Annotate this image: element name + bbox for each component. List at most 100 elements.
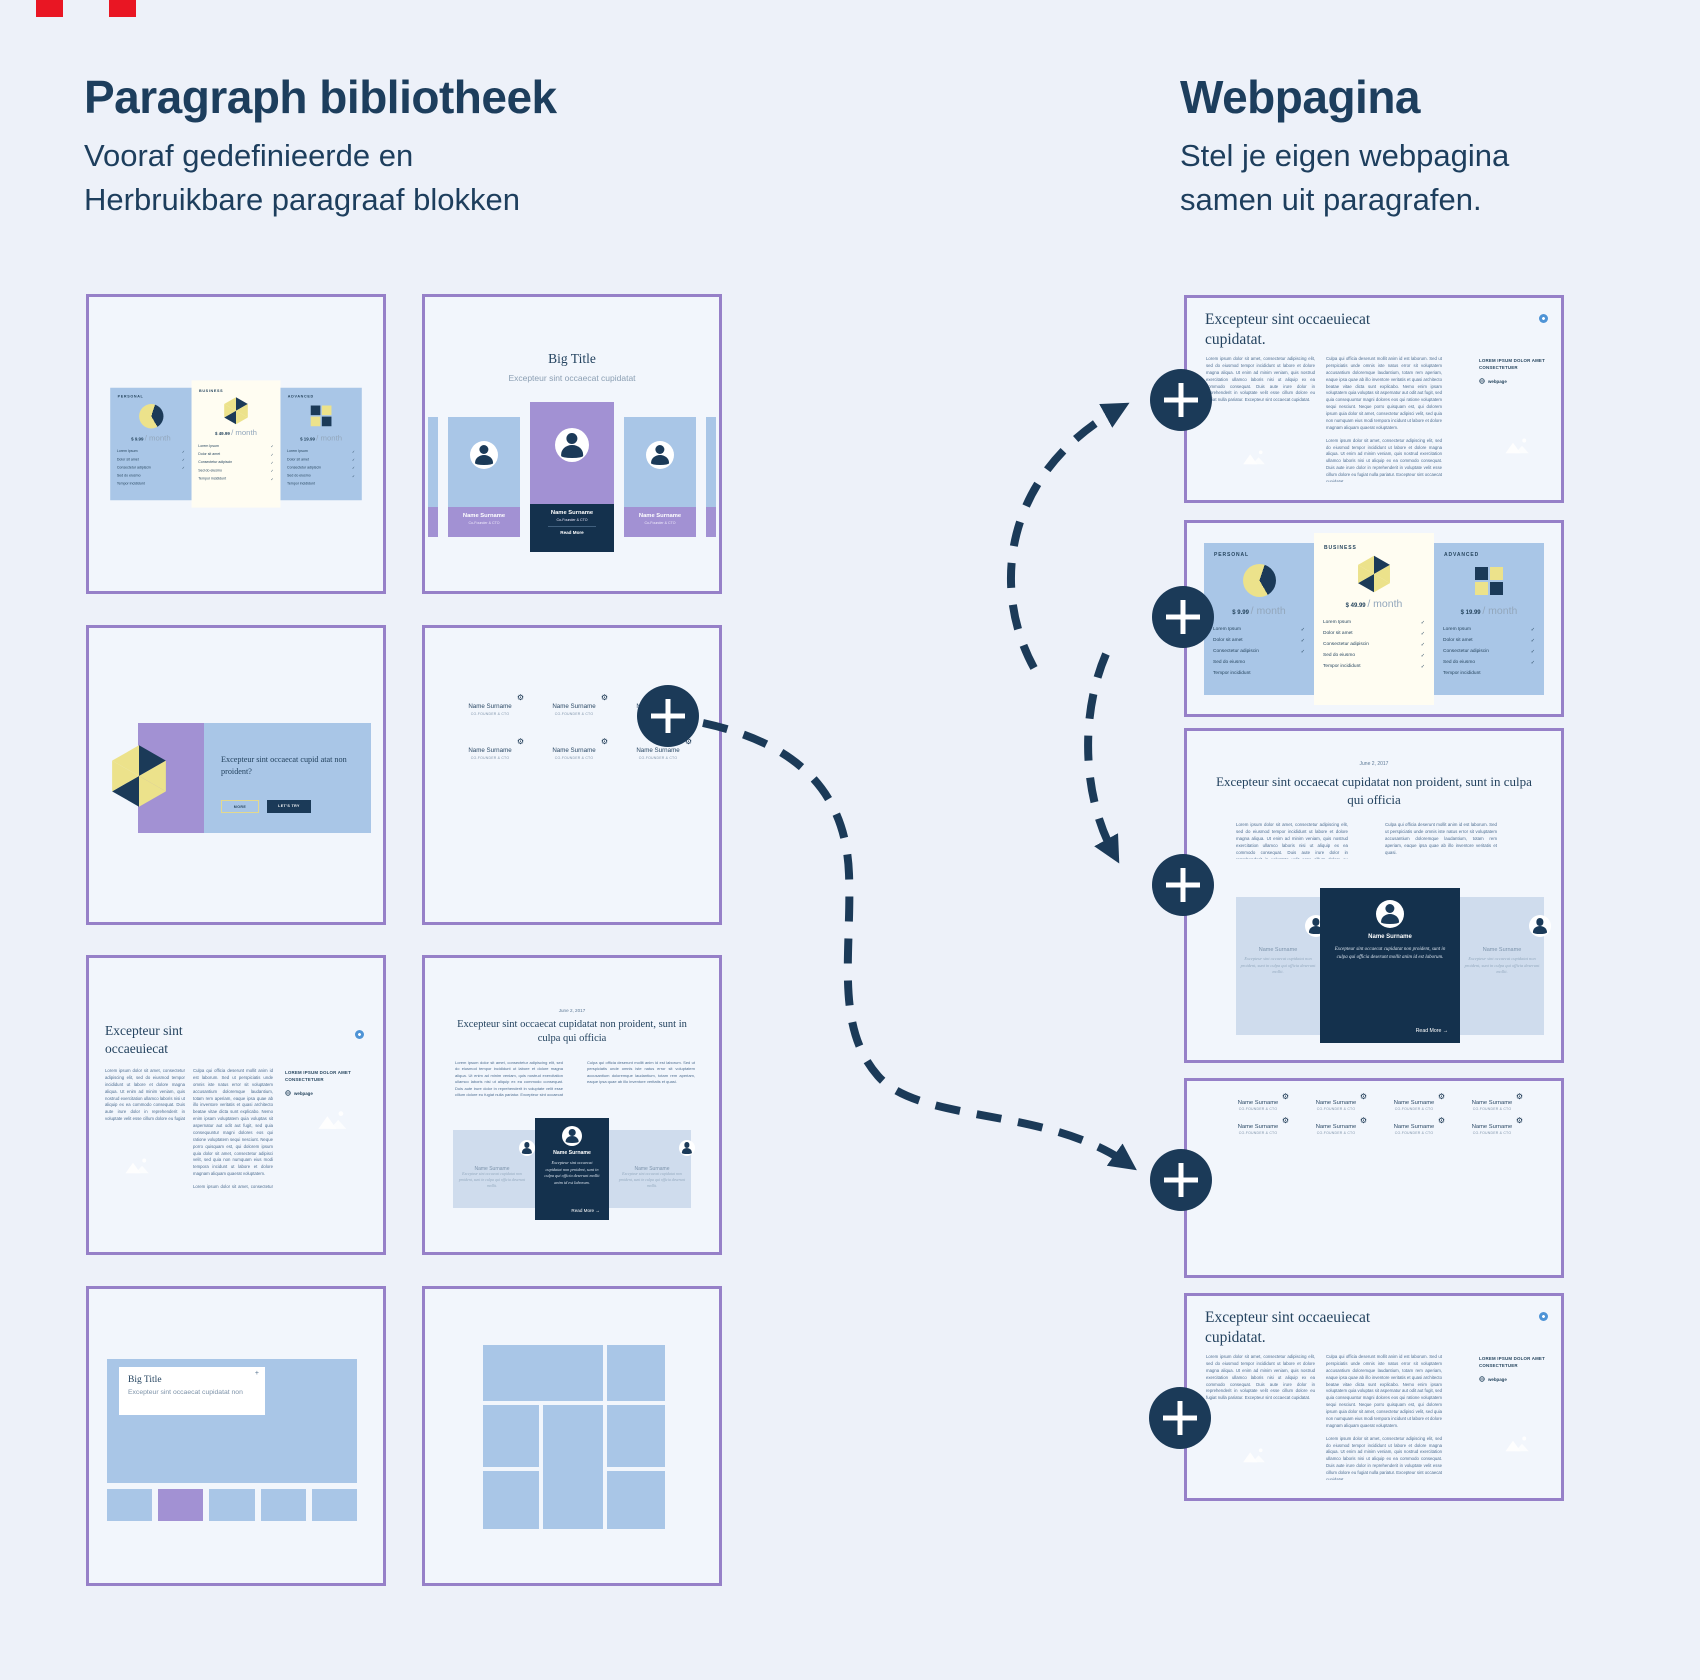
avatar [679, 1140, 695, 1156]
webpage-block-people-grid[interactable]: ⚙ Name Surname CO-FOUNDER & CTO ⚙ Name S… [1184, 1078, 1564, 1278]
gear-icon[interactable]: ⚙ [600, 693, 608, 702]
gear-icon[interactable]: ⚙ [600, 737, 608, 746]
library-block-mosaic[interactable] [422, 1286, 722, 1586]
library-block-team-carousel[interactable]: Big Title Excepteur sint occaecat cupida… [422, 294, 722, 594]
read-more-button[interactable]: Read More → [1415, 1028, 1448, 1034]
gear-icon[interactable]: ⚙ [1281, 1092, 1289, 1101]
flow-arrow-to-article-block [1007, 402, 1130, 670]
gear-icon[interactable]: ⚙ [1281, 1116, 1289, 1125]
info-icon[interactable] [1539, 314, 1548, 323]
gear-icon[interactable]: ⚙ [1437, 1092, 1445, 1101]
testimonial-side[interactable]: Name Surname Excepteur sint occaecat cup… [1240, 915, 1327, 976]
thumbnail[interactable] [260, 1489, 306, 1521]
webpage-block-pricing[interactable]: PERSONAL $ 9.99 / month Lorem Ipsum✓ Dol… [1184, 520, 1564, 717]
library-block-gallery[interactable]: Big Title Excepteur sint occaecat cupida… [86, 1286, 386, 1586]
library-block-people-grid[interactable]: ⚙ Name Surname CO-FOUNDER & CTO ⚙ Name S… [422, 625, 722, 925]
team-card-featured[interactable]: Name Surname Co-Founder & CTO Read More [530, 402, 614, 552]
pricing-plan-personal[interactable]: PERSONAL $ 9.99 / month Lorem Ipsum✓ Dol… [110, 387, 192, 501]
info-icon[interactable] [355, 1030, 364, 1039]
cube-logo-icon [112, 745, 166, 807]
people-grid: ⚙ Name Surname CO-FOUNDER & CTO ⚙ Name S… [1229, 1092, 1523, 1135]
library-block-pricing[interactable]: PERSONAL $ 9.99 / month Lorem Ipsum✓ Dol… [86, 294, 386, 594]
mosaic-tile[interactable] [607, 1405, 665, 1467]
add-paragraph-button[interactable] [1149, 1387, 1211, 1449]
image-placeholder-icon [1505, 438, 1529, 454]
article-title: Excepteur sint occaeuiecat cupidatat. [1205, 1309, 1371, 1347]
person-card[interactable]: ⚙ Name Surname CO-FOUNDER & CTO [552, 737, 608, 760]
add-paragraph-button[interactable] [1152, 586, 1214, 648]
pricing-plan-advanced[interactable]: ADVANCED $ 19.99 / month Lorem Ipsum✓ Do… [280, 387, 362, 501]
lets-try-button[interactable]: LET'S TRY [267, 800, 311, 813]
thumbnail[interactable] [209, 1489, 255, 1521]
add-paragraph-button[interactable] [1152, 854, 1214, 916]
add-paragraph-button[interactable] [1150, 369, 1212, 431]
thumbnail-selected[interactable] [158, 1489, 204, 1521]
person-card[interactable]: ⚙ Name Surname CO-FOUNDER & CTO [468, 737, 524, 760]
globe-icon [1479, 378, 1485, 384]
person-card[interactable]: ⚙ Name Surname CO-FOUNDER & CTO [1393, 1092, 1445, 1111]
gear-icon[interactable]: ⚙ [1359, 1116, 1367, 1125]
gear-icon[interactable]: ⚙ [1515, 1092, 1523, 1101]
person-card[interactable]: ⚙ Name Surname CO-FOUNDER & CTO [468, 693, 524, 716]
mosaic-tile[interactable] [607, 1345, 665, 1401]
testimonial-card[interactable]: Name Surname Excepteur sint occaecat cup… [535, 1118, 609, 1220]
webpage-link[interactable]: webpage [1479, 1376, 1549, 1382]
person-card[interactable]: ⚙ Name Surname CO-FOUNDER & CTO [1237, 1092, 1289, 1111]
person-icon [519, 1140, 535, 1156]
library-block-article[interactable]: Excepteur sint occaeuiecat Lorem ipsum d… [86, 955, 386, 1255]
pricing-plan-personal[interactable]: PERSONAL $ 9.99 / month Lorem Ipsum✓ Dol… [1204, 542, 1314, 695]
add-paragraph-button[interactable] [1150, 1149, 1212, 1211]
mosaic-tile[interactable] [483, 1345, 603, 1401]
library-block-hero[interactable]: Excepteur sint occaecat cupid atat non p… [86, 625, 386, 925]
person-card[interactable]: ⚙ Name Surname CO-FOUNDER & CTO [1315, 1116, 1367, 1135]
person-card[interactable]: ⚙ Name Surname CO-FOUNDER & CTO [1315, 1092, 1367, 1111]
thumbnail[interactable] [311, 1489, 358, 1521]
article-sidebar: LOREM IPSUM DOLOR AMET CONSECTETUER webp… [1479, 1356, 1549, 1382]
add-paragraph-button[interactable] [637, 685, 699, 747]
thumbnail[interactable] [107, 1489, 153, 1521]
gear-icon[interactable]: ⚙ [516, 693, 524, 702]
close-icon[interactable]: + [254, 1370, 259, 1377]
gear-icon[interactable]: ⚙ [1515, 1116, 1523, 1125]
gear-icon[interactable]: ⚙ [1437, 1116, 1445, 1125]
person-card[interactable]: ⚙ Name Surname CO-FOUNDER & CTO [636, 737, 692, 760]
person-card[interactable]: ⚙ Name Surname CO-FOUNDER & CTO [1471, 1116, 1523, 1135]
webpage-link[interactable]: webpage [1479, 378, 1549, 384]
gear-icon[interactable]: ⚙ [1359, 1092, 1367, 1101]
check-icon: ✓ [181, 449, 185, 455]
gear-icon[interactable]: ⚙ [684, 737, 692, 746]
mosaic-tile[interactable] [483, 1471, 539, 1529]
pricing-plan-business[interactable]: BUSINESS $ 49.99 / month Lorem Ipsum✓ Do… [191, 380, 281, 508]
webpage-block-news[interactable]: June 2, 2017 Excepteur sint occaecat cup… [1184, 728, 1564, 1063]
read-more-button[interactable]: Read More [547, 526, 597, 535]
info-icon[interactable] [1539, 1312, 1548, 1321]
gear-icon[interactable]: ⚙ [516, 737, 524, 746]
webpage-subtitle: Stel je eigen webpagina samen uit paragr… [1180, 138, 1510, 218]
person-card[interactable]: ⚙ Name Surname CO-FOUNDER & CTO [552, 693, 608, 716]
webpage-link[interactable]: webpage [285, 1090, 373, 1096]
testimonial-side[interactable]: Name Surname Excepteur sint occaecat cup… [1464, 915, 1551, 976]
testimonial-side[interactable]: Name Surname Excepteur sint occaecat cup… [457, 1140, 535, 1190]
testimonial-side[interactable]: Name Surname Excepteur sint occaecat cup… [617, 1140, 695, 1190]
testimonial-card[interactable]: Name Surname Excepteur sint occaecat cup… [1320, 888, 1460, 1043]
more-button[interactable]: MORE [221, 800, 259, 813]
pricing-plan-business[interactable]: BUSINESS $ 49.99 / month Lorem Ipsum✓ Do… [1314, 532, 1434, 705]
mosaic-tile[interactable] [543, 1405, 603, 1529]
library-block-news[interactable]: June 2, 2017 Excepteur sint occaecat cup… [422, 955, 722, 1255]
person-card[interactable]: ⚙ Name Surname CO-FOUNDER & CTO [1237, 1116, 1289, 1135]
pricing-plan-advanced[interactable]: ADVANCED $ 19.99 / month Lorem Ipsum✓ Do… [1434, 542, 1544, 695]
mosaic-tile[interactable] [607, 1471, 665, 1529]
check-icon: ✓ [1420, 663, 1425, 670]
webpage-block-article[interactable]: Excepteur sint occaeuiecat cupidatat. Lo… [1184, 1293, 1564, 1501]
avatar [555, 428, 589, 462]
mosaic-tile[interactable] [483, 1405, 539, 1467]
person-card[interactable]: ⚙ Name Surname CO-FOUNDER & CTO [1393, 1116, 1445, 1135]
person-card[interactable]: ⚙ Name Surname CO-FOUNDER & CTO [1471, 1092, 1523, 1111]
read-more-button[interactable]: Read More → [571, 1208, 600, 1213]
article-sidebar: LOREM IPSUM DOLOR AMET CONSECTETUER webp… [285, 1070, 373, 1096]
webpage-block-article[interactable]: Excepteur sint occaeuiecat cupidatat. Lo… [1184, 295, 1564, 503]
